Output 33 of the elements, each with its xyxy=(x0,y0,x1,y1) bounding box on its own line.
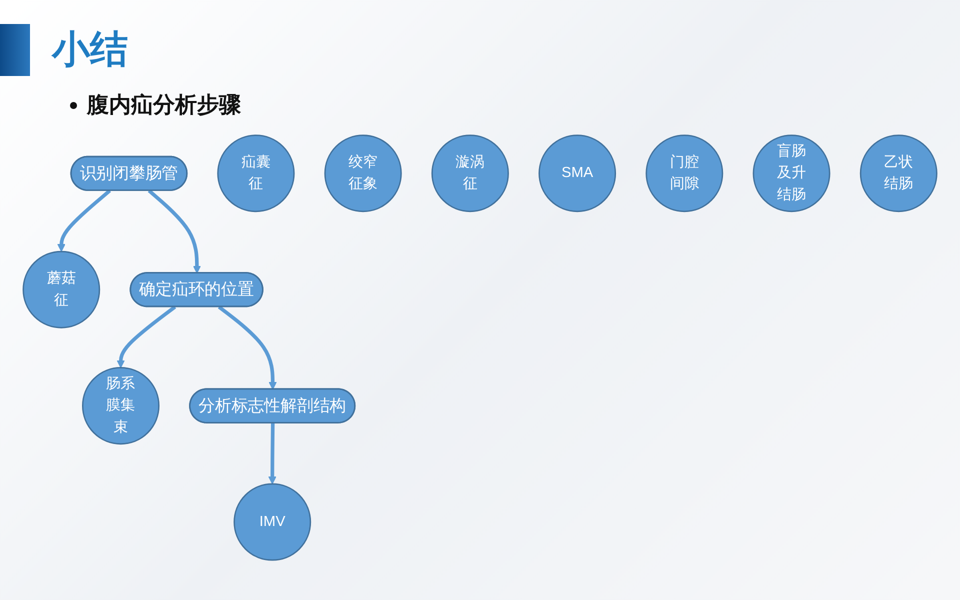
circle-node xyxy=(82,367,160,445)
circle-node xyxy=(431,134,509,212)
node-label: 肠系膜集束 xyxy=(105,374,136,437)
circle-node xyxy=(217,134,295,212)
oval-node xyxy=(70,156,188,191)
node-label: 分析标志性解剖结构 xyxy=(198,395,346,416)
circle-node xyxy=(324,134,402,212)
oval-node xyxy=(130,272,264,308)
bullet-text: 腹内疝分析步骤 xyxy=(87,91,241,119)
node-label: IMV xyxy=(258,512,286,532)
node-label: 门腔间隙 xyxy=(668,153,700,194)
arrow xyxy=(218,305,277,390)
circle-node xyxy=(860,134,938,212)
arrow xyxy=(57,189,111,252)
circle-node xyxy=(234,483,312,561)
oval-node xyxy=(189,388,356,424)
node-label: 乙状结肠 xyxy=(883,153,914,194)
node-label: 识别闭攀肠管 xyxy=(80,162,178,184)
circle-node xyxy=(646,134,724,212)
slide-title: 小结 xyxy=(52,28,128,73)
arrow xyxy=(148,189,201,274)
arrow xyxy=(268,423,276,484)
arrow xyxy=(116,305,176,368)
node-label: 盲肠及升结肠 xyxy=(776,142,808,204)
node-label: 漩涡征 xyxy=(454,153,486,194)
circle-node xyxy=(22,250,100,328)
node-label: 绞窄征象 xyxy=(347,153,379,194)
node-label: 确定疝环的位置 xyxy=(139,279,254,300)
node-label: SMA xyxy=(560,164,594,183)
node-label: 疝囊征 xyxy=(240,153,272,194)
circle-node xyxy=(538,134,616,212)
node-label: 蘑菇征 xyxy=(46,269,77,310)
circle-node xyxy=(752,134,830,212)
